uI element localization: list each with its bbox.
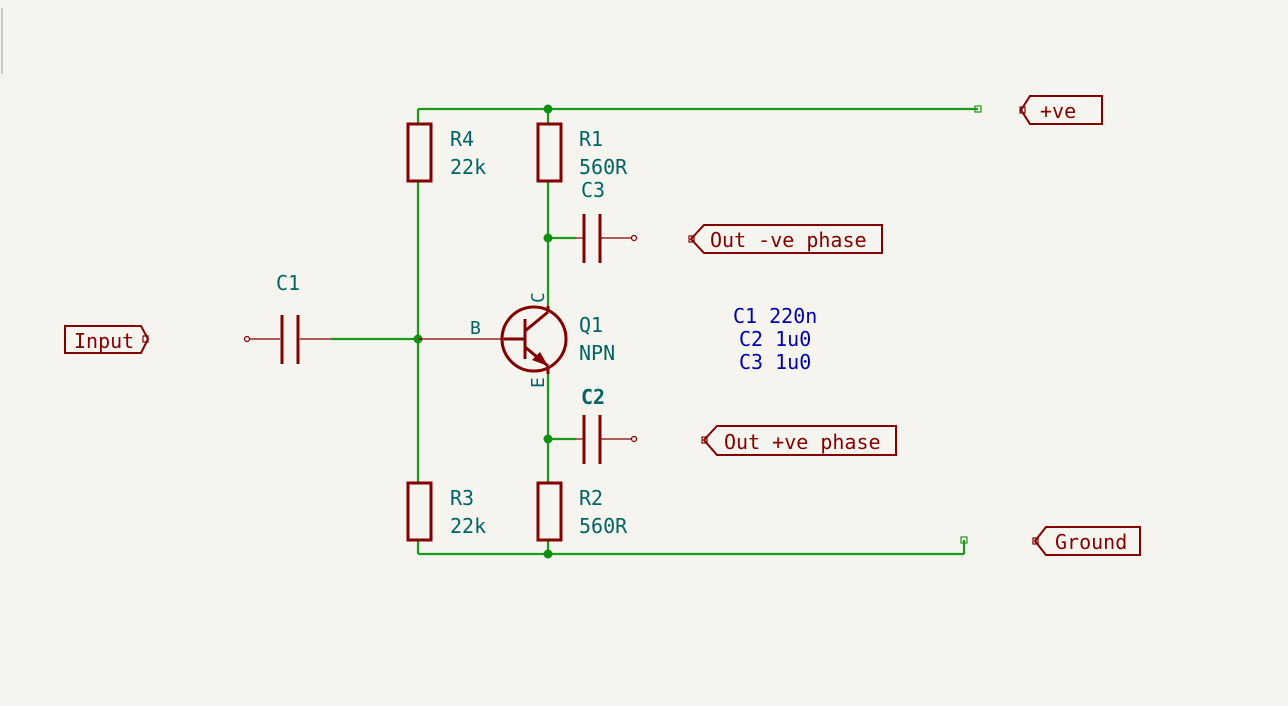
- label-ground-pin: [1032, 537, 1039, 545]
- c2-pin-end: [630, 435, 638, 443]
- wires: [331, 107, 978, 556]
- q1-emitter-arrow: [532, 352, 548, 366]
- label-vplus-text: +ve: [1040, 99, 1076, 123]
- c1-ref: C1: [276, 271, 300, 295]
- junction-emitter: [543, 434, 553, 444]
- resistor-r1[interactable]: R1 560R: [536, 122, 628, 183]
- r3-value: 22k: [450, 514, 486, 538]
- r2-ref: R2: [579, 486, 603, 510]
- q1-ref: Q1: [579, 313, 603, 337]
- r4-value: 22k: [450, 155, 486, 179]
- junction-vplus: [543, 104, 553, 114]
- q1-body-circle: [500, 305, 568, 373]
- label-ground-text: Ground: [1055, 530, 1127, 554]
- capacitor-c2[interactable]: C2: [576, 385, 638, 464]
- r4-ref: R4: [450, 127, 474, 151]
- c2-ref: C2: [581, 385, 605, 409]
- label-vplus[interactable]: +ve: [1019, 95, 1103, 125]
- label-vplus-box: [1019, 95, 1103, 125]
- q1-pin-e: E: [528, 377, 549, 388]
- r1-value: 560R: [579, 155, 628, 179]
- capacitor-c3[interactable]: C3: [576, 178, 638, 263]
- resistor-r4-body: [406, 122, 433, 183]
- q1-pin-b: B: [470, 318, 481, 339]
- label-out-neg-text: Out -ve phase: [710, 228, 867, 252]
- r1-ref: R1: [579, 127, 603, 151]
- resistor-r2[interactable]: R2 560R: [536, 481, 628, 542]
- label-out-pos-box: [702, 425, 897, 456]
- label-out-neg-phase[interactable]: Out -ve phase: [688, 224, 883, 254]
- capacitor-c1[interactable]: C1: [243, 271, 332, 364]
- note-line-1: C1 220n: [733, 304, 817, 328]
- r2-value: 560R: [579, 514, 628, 538]
- junction-collector: [543, 233, 553, 243]
- q1-collector-line: [524, 310, 549, 333]
- c3-ref: C3: [581, 178, 605, 202]
- q1-pin-c: C: [528, 292, 549, 303]
- note-line-2: C2 1u0: [739, 327, 811, 351]
- resistor-r3-body: [406, 481, 433, 542]
- r3-ref: R3: [450, 486, 474, 510]
- label-out-neg-pin: [688, 235, 695, 243]
- c1-pin-end: [243, 335, 251, 343]
- wire-end-ground: [960, 536, 968, 544]
- label-vplus-pin: [1019, 106, 1026, 114]
- label-ground-box: [1033, 526, 1141, 556]
- capacitor-value-notes: C1 220n C2 1u0 C3 1u0: [733, 304, 817, 374]
- resistor-r3[interactable]: R3 22k: [406, 481, 486, 542]
- label-input-pin: [142, 335, 149, 343]
- q1-value: NPN: [579, 341, 615, 365]
- label-input-box: [64, 325, 150, 354]
- resistor-r1-body: [536, 122, 563, 183]
- label-ground[interactable]: Ground: [1032, 526, 1141, 556]
- label-out-neg-box: [689, 224, 883, 254]
- label-out-pos-text: Out +ve phase: [724, 430, 881, 454]
- label-out-pos-phase[interactable]: Out +ve phase: [701, 425, 897, 456]
- transistor-q1[interactable]: B C E Q1 NPN: [418, 292, 615, 388]
- note-line-3: C3 1u0: [739, 350, 811, 374]
- label-input-text: Input: [74, 329, 134, 353]
- junction-ground: [543, 549, 553, 559]
- wire-end-vplus: [974, 105, 982, 113]
- c3-pin-end: [630, 234, 638, 242]
- label-out-pos-pin: [701, 436, 708, 444]
- resistor-r2-body: [536, 481, 563, 542]
- resistor-r4[interactable]: R4 22k: [406, 122, 486, 183]
- label-input[interactable]: Input: [64, 325, 150, 354]
